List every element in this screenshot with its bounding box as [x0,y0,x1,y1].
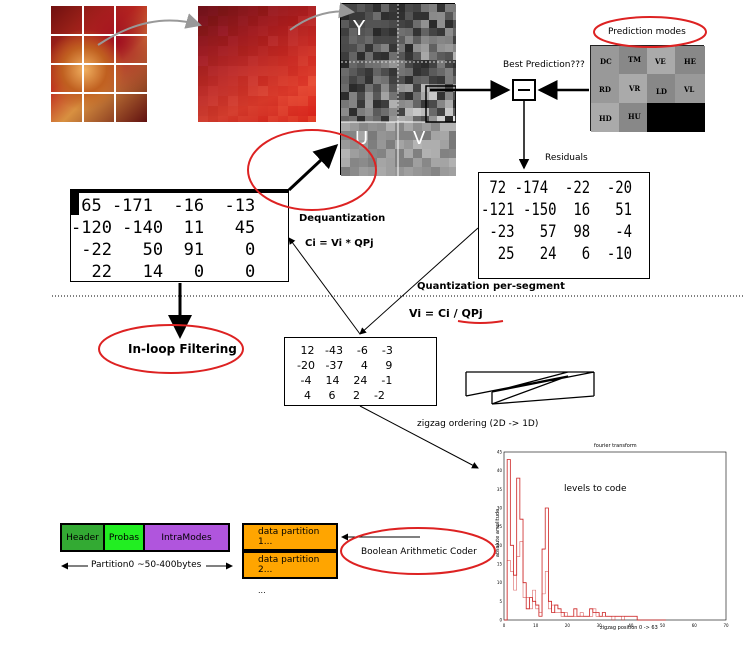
mode-vr: VR [629,84,641,93]
y-tick-label: 5 [499,599,502,604]
arithmetic-coder-label: Boolean Arithmetic Coder [361,547,477,557]
arrow-levels-to-plot [359,405,479,469]
mode-hu: HU [628,112,641,121]
levels-matrix: 12 -43 -6 -3 -20 -37 4 9 -4 14 24 -1 4 6… [284,337,437,406]
x-tick-label: 60 [692,623,698,628]
y-tick-label: 30 [497,506,503,511]
mode-he: HE [684,57,696,66]
plane-u-label: U [355,128,369,149]
zigzag-label: zigzag ordering (2D -> 1D) [417,419,539,429]
quantization-formula-qp: QPj [461,307,483,320]
plot-annotation: levels to code [564,484,627,494]
plane-v-label: V [413,128,426,149]
probas-block: Probas [103,523,145,552]
mode-tm: TM [628,55,641,64]
residuals-row-1: 72 -174 -22 -20 [481,178,633,198]
y-tick-label: 20 [497,543,503,548]
x-tick-label: 30 [597,623,603,628]
levels-plot: fourier transform absolute amplitude zig… [490,440,734,635]
residuals-row-2: -121 -150 16 51 [481,200,633,220]
reconstructed-matrix: 65 -171 -16 -13 -120 -140 11 45 -22 50 9… [70,189,289,282]
y-tick-label: 25 [497,524,503,529]
y-tick-label: 0 [499,618,502,623]
y-tick-label: 15 [497,562,503,567]
dequantization-formula: Ci = Vi * QPj [305,238,374,249]
mode-vl: VL [684,85,695,94]
quantization-formula-prefix: Vi = Ci / [409,307,462,320]
levels-row-2: -20 -37 4 9 [297,359,393,372]
plot-canvas: 0 10 20 30 40 50 60 70 0 5 10 15 20 25 30 35 40 45 [497,450,729,629]
levels-row-1: 12 -43 -6 -3 [297,344,393,357]
levels-row-4: 4 6 2 -2 [297,389,385,402]
qpj-underline [457,320,504,324]
x-tick-label: 50 [660,623,666,628]
x-tick-label: 20 [565,623,571,628]
inloop-filtering-label: In-loop Filtering [128,342,237,356]
prediction-modes-title: Prediction modes [608,27,686,37]
plot-series-line [504,541,666,621]
data-partition-2: data partition 2... [242,551,338,579]
x-tick-label: 10 [533,623,539,628]
reconstructed-row-4: 22 14 0 0 [71,262,256,282]
x-tick-label: 0 [503,623,506,628]
residuals-label: Residuals [545,153,588,163]
dequantization-title: Dequantization [299,213,386,224]
y-tick-label: 45 [497,450,503,455]
data-partition-1: data partition 1... [242,523,338,551]
mode-dc: DC [600,57,612,66]
reconstructed-row-1: 65 -171 -16 -13 [71,196,256,216]
mode-ve: VE [655,57,666,66]
arrow-levels-to-reconstructed [288,237,361,335]
residuals-row-3: -23 57 98 -4 [481,222,633,242]
plot-x-label: zigzag position 0 -> 63 [600,625,658,631]
plot-series-line [504,459,666,621]
matrix-cursor [71,193,79,215]
x-tick-label: 40 [628,623,634,628]
residuals-row-4: 25 24 6 -10 [481,244,633,264]
yuv-planes: Y U V [340,3,456,176]
prediction-modes-grid: DC TM VE HE RD VR LD VL HD HU [590,45,705,132]
mode-ld: LD [656,87,667,96]
zigzag-shape [465,371,595,405]
quantization-title: Quantization per-segment [417,281,565,292]
x-tick-label: 70 [723,623,729,628]
reconstructed-row-2: -120 -140 11 45 [71,218,256,238]
reconstructed-row-3: -22 50 91 0 [71,240,256,260]
partition0-size-label: Partition0 ~50-400bytes [91,560,202,570]
image-grid [51,6,147,122]
residuals-matrix: 72 -174 -22 -20 -121 -150 16 51 -23 57 9… [478,172,650,279]
intramodes-block: IntraModes [143,523,230,552]
plot-frame [503,451,727,621]
more-partitions: ... [258,586,266,595]
quantization-formula: Vi = Ci / QPj [409,307,483,320]
best-prediction-label: Best Prediction??? [503,60,585,70]
levels-row-3: -4 14 24 -1 [297,374,393,387]
arrow-reconstruct-to-yuv [287,143,339,192]
y-tick-label: 35 [497,487,503,492]
plot-title: fourier transform [594,443,637,449]
plane-y-label: Y [353,16,366,40]
mode-hd: HD [599,114,612,123]
macroblock-image [198,6,316,122]
source-image [51,6,147,122]
mode-rd: RD [599,85,611,94]
header-block: Header [60,523,105,552]
y-tick-label: 10 [497,580,503,585]
y-tick-label: 40 [497,468,503,473]
subtract-operator [512,79,536,101]
luma-blocks [341,4,456,176]
pixel-blocks [198,6,316,122]
